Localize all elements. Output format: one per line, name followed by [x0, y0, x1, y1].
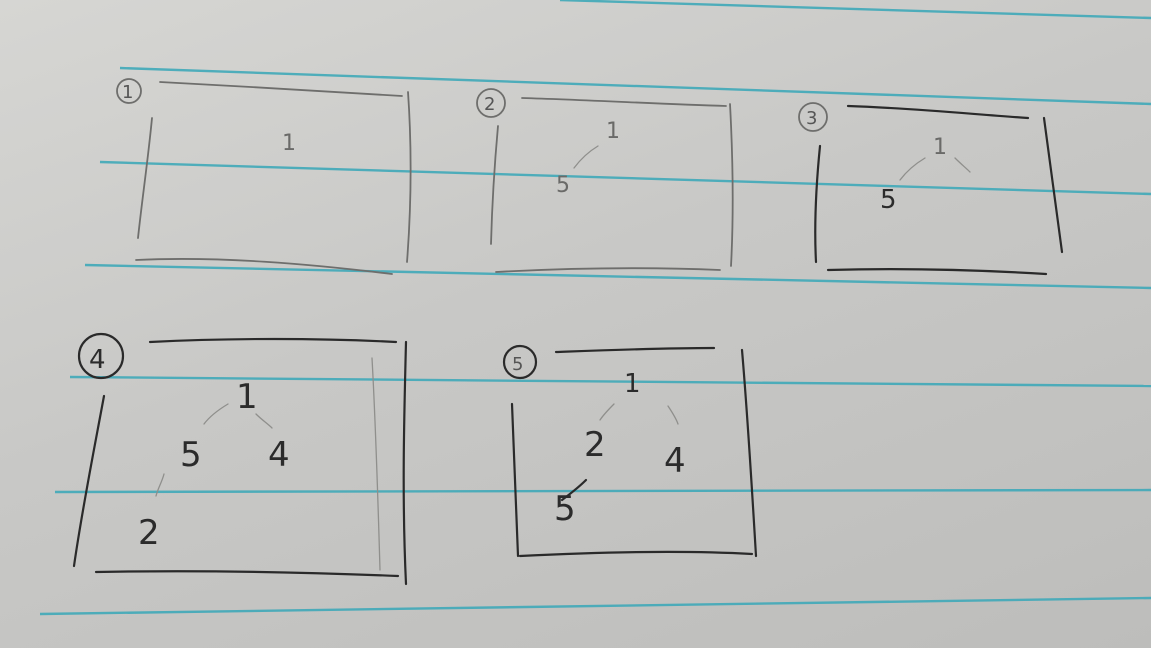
panel-4: 4 1 5 4 2 [72, 332, 408, 586]
panel-number-circle [502, 344, 538, 380]
panel-number: 1 [122, 82, 133, 103]
shot-label: 4 [268, 435, 290, 475]
panel-number-circle [77, 332, 125, 380]
ruled-line [84, 263, 1151, 290]
ruled-line [69, 375, 1151, 388]
movement-dash [667, 405, 679, 425]
shot-label: 1 [624, 369, 641, 399]
panel-frame-right [729, 103, 734, 267]
ruled-lines [39, 0, 1151, 616]
panel-frame-left [72, 394, 106, 568]
panel-frame-left [137, 117, 153, 239]
shot-label: 2 [138, 513, 160, 553]
panel-frame-bottom [518, 550, 754, 558]
panel-frame-top [148, 337, 398, 344]
movement-dash [573, 145, 599, 169]
panel-5: 5 1 2 4 5 [502, 344, 758, 558]
movement-dash [899, 157, 926, 181]
panel-frame-left [510, 402, 520, 558]
panel-number-circle [116, 78, 142, 104]
ruled-line [559, 0, 1151, 20]
shot-label: 5 [180, 435, 202, 475]
shot-label: 1 [236, 377, 258, 417]
panel-number: 4 [89, 345, 106, 375]
ruled-line [39, 596, 1151, 616]
shot-label: 4 [664, 441, 686, 481]
ruled-line [99, 160, 1151, 196]
panel-number: 5 [512, 354, 523, 375]
panel-frame-right [1042, 116, 1064, 254]
panel-2: 2 1 5 [476, 88, 734, 273]
panel-number-circle [798, 102, 828, 132]
panel-frame-right [402, 340, 408, 586]
inner-frame-mark [371, 357, 381, 571]
movement-dash [155, 473, 165, 497]
shot-label: 1 [282, 131, 296, 156]
panel-frame-right [740, 348, 758, 558]
panel-frame-bottom [94, 570, 400, 578]
shot-label: 1 [606, 119, 620, 144]
shot-label: 2 [584, 425, 606, 465]
shot-label: 5 [556, 173, 570, 198]
ruled-line [119, 66, 1151, 106]
movement-dash [954, 157, 971, 173]
panel-frame-left [490, 125, 499, 245]
panel-frame-bottom [826, 268, 1048, 276]
panel-frame-top [159, 81, 403, 97]
panel-number: 2 [484, 94, 495, 115]
panel-number-circle [476, 88, 506, 118]
panel-frame-top [846, 104, 1030, 120]
movement-dash [560, 478, 588, 502]
shot-label: 5 [554, 489, 576, 529]
shot-label: 1 [933, 135, 947, 160]
panel-frame-bottom [495, 267, 721, 273]
panel-frame-bottom [135, 258, 393, 275]
panel-1: 1 1 [116, 78, 412, 275]
panel-frame-top [521, 97, 727, 107]
movement-dash [599, 403, 615, 421]
ruled-line [54, 488, 1151, 494]
movement-dash [203, 403, 229, 425]
movement-dash [255, 413, 273, 429]
shot-label: 5 [880, 185, 897, 215]
panel-number: 3 [806, 108, 817, 129]
panel-frame-top [554, 346, 716, 354]
panel-frame-right [406, 91, 412, 263]
panel-3: 3 1 5 [798, 102, 1064, 276]
panel-frame-left [814, 144, 822, 264]
